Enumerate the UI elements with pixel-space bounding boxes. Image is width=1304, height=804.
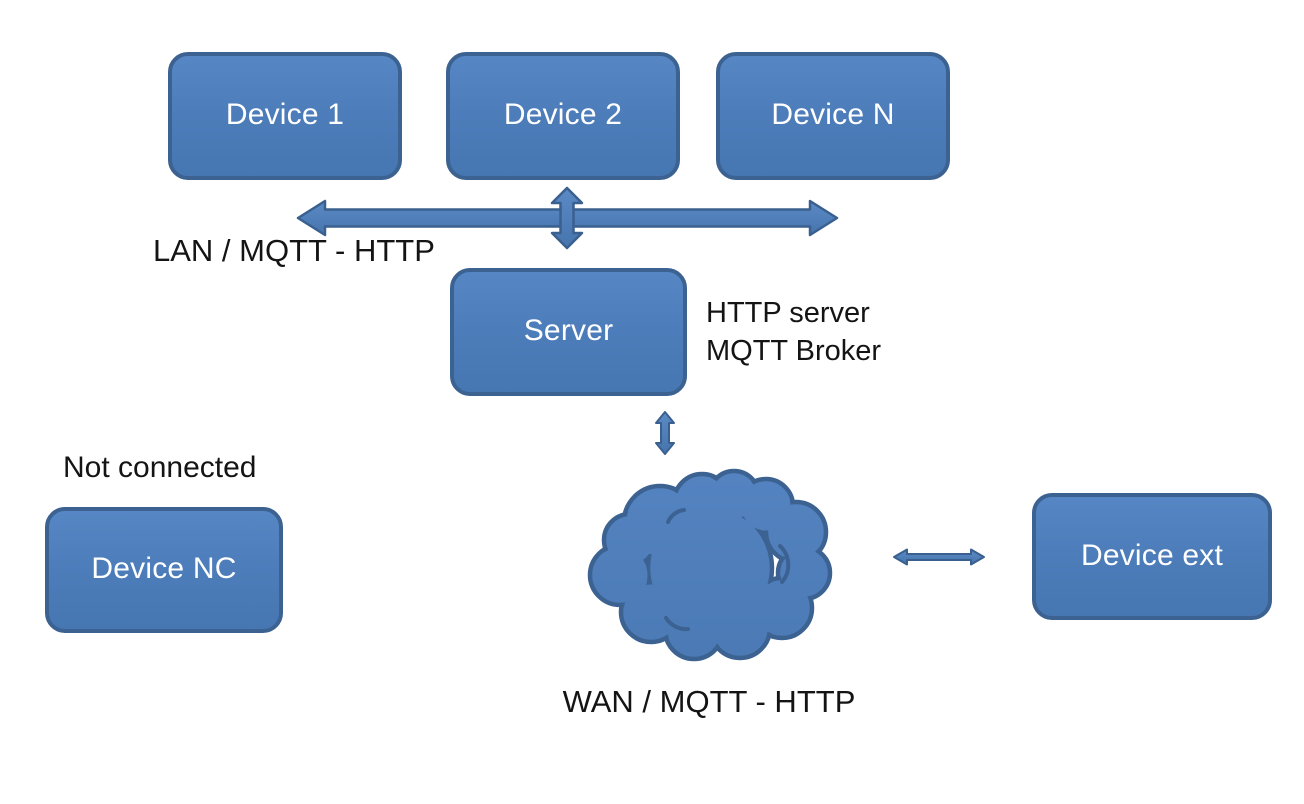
device-n-label: Device N	[771, 98, 895, 131]
device-ext-label: Device ext	[1080, 538, 1224, 572]
cloud-device-ext-arrow	[893, 548, 985, 566]
server-role-http: HTTP server	[706, 297, 870, 329]
server-label: Server	[523, 314, 614, 347]
device2-server-arrow	[550, 186, 584, 250]
lan-label: LAN / MQTT - HTTP	[153, 233, 435, 268]
server-role-mqtt: MQTT Broker	[706, 335, 882, 367]
server-node: Server	[450, 268, 687, 396]
device-nc-node: Device NC	[45, 507, 283, 633]
device-n-node: Device N	[716, 52, 950, 180]
server-cloud-arrow	[655, 411, 675, 455]
server-roles-label: HTTP server MQTT Broker	[706, 294, 881, 370]
device-1-node: Device 1	[168, 52, 402, 180]
wan-label: WAN / MQTT - HTTP	[562, 684, 856, 719]
device-2-label: Device 2	[503, 98, 623, 131]
device-nc-label: Device NC	[91, 552, 237, 585]
not-connected-label: Not connected	[63, 451, 257, 484]
device-ext-node: Device ext	[1032, 493, 1272, 620]
device-2-node: Device 2	[446, 52, 680, 180]
device-1-label: Device 1	[225, 98, 345, 131]
wan-cloud	[587, 468, 833, 662]
